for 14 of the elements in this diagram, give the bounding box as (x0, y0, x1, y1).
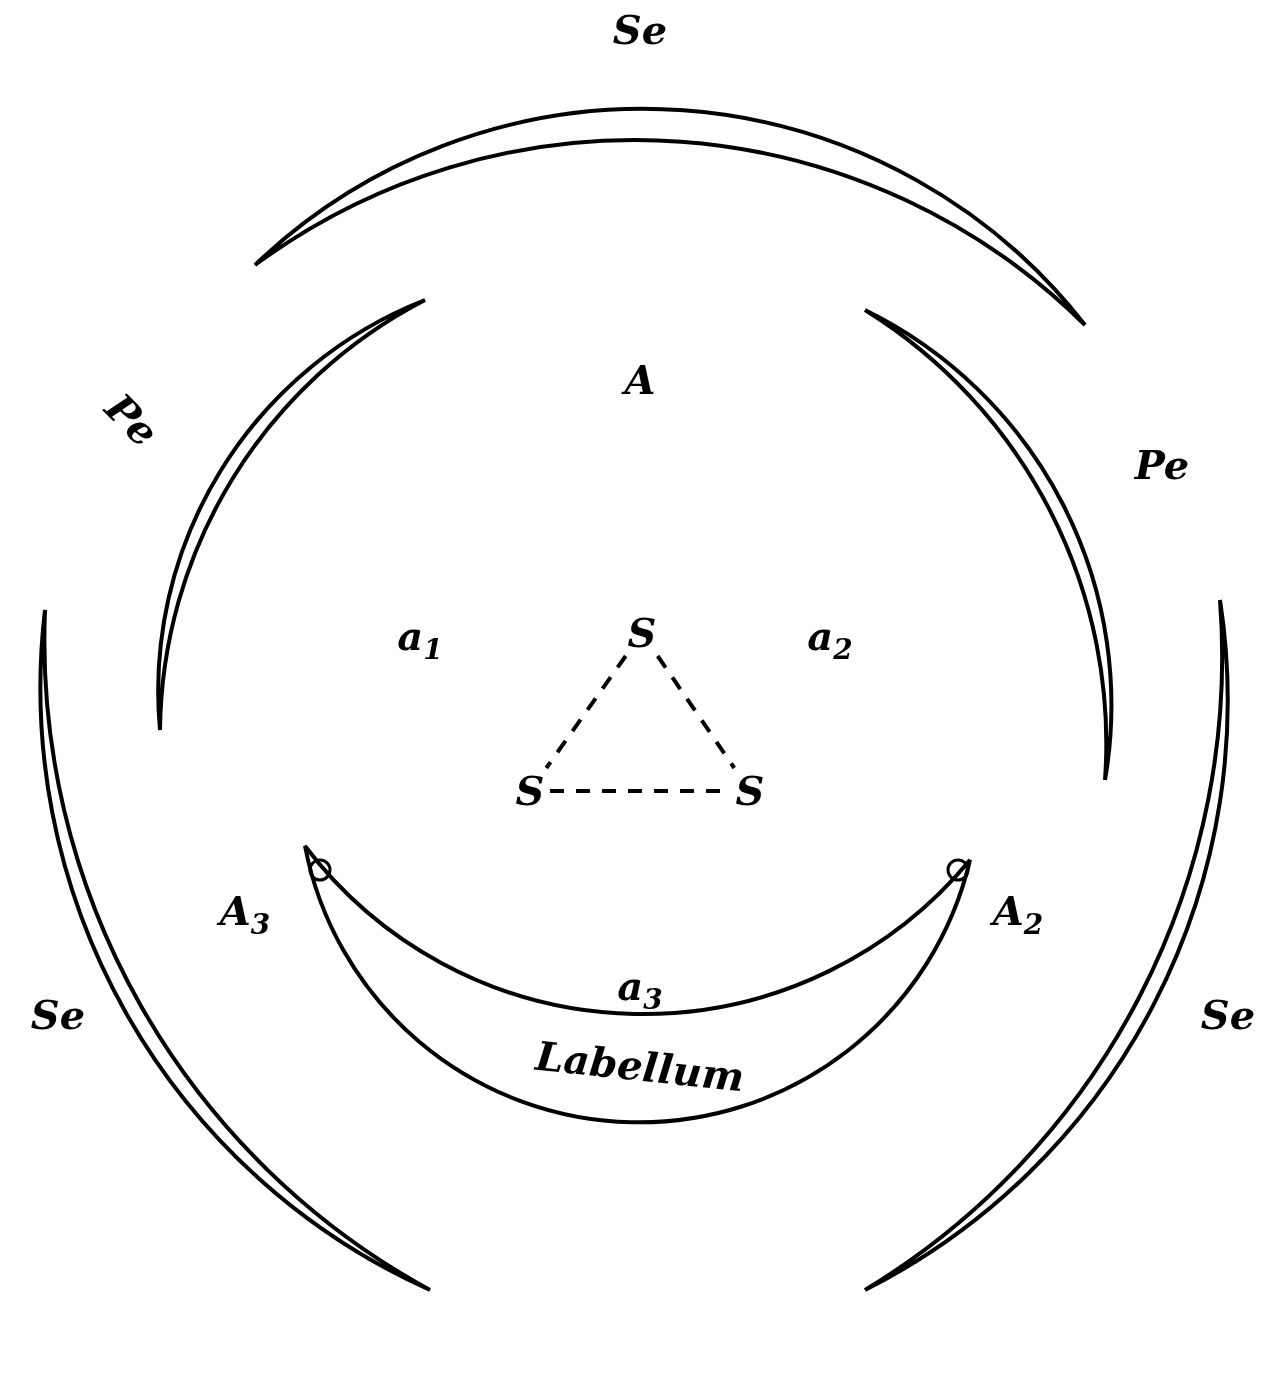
petal-label: Pe (98, 386, 166, 454)
dashed-line (656, 654, 736, 770)
dashed-line (544, 654, 628, 770)
stigma-label: S (730, 768, 770, 814)
staminode-label: a$_{2}$ (807, 616, 853, 664)
petal-label: Pe (1134, 445, 1190, 485)
labellum-label: Labellum (533, 1031, 747, 1101)
sepal-label: Se (1200, 995, 1256, 1035)
sepal-label: Se (30, 995, 86, 1035)
staminode-label: a$_{1}$ (397, 616, 443, 664)
staminode-label: a$_{3}$ (617, 966, 663, 1014)
stigma-label: S (622, 610, 662, 656)
sepal-label: Se (612, 10, 668, 50)
stigma-label: S (510, 768, 550, 814)
